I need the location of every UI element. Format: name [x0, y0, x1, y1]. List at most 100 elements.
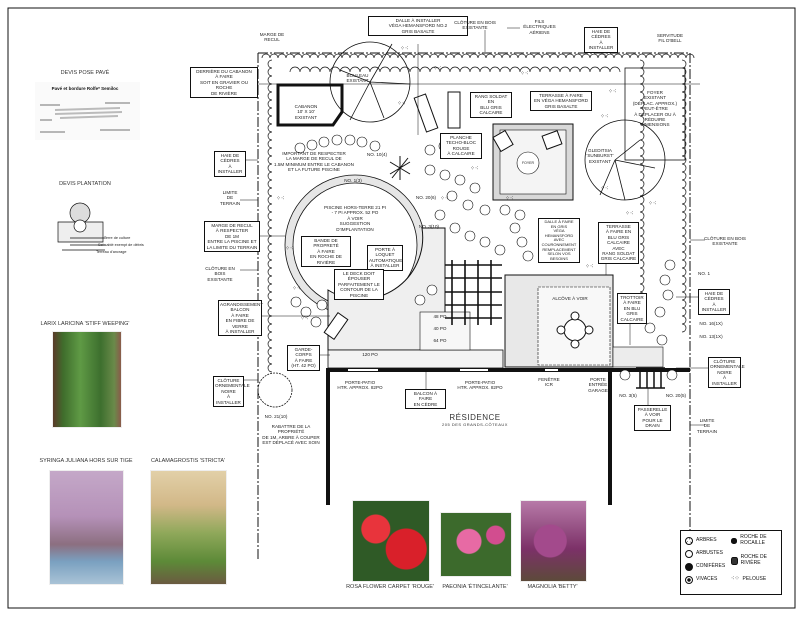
- hedge: [267, 59, 273, 373]
- leader-lines: [240, 27, 709, 426]
- pergola: [445, 260, 502, 325]
- rosa-label: Rosa Flower Carpet 'Rouge': [346, 584, 434, 590]
- shrub: [479, 236, 491, 248]
- dimension-step: 40 po: [433, 326, 447, 331]
- callout-fils: Fils électriques aériens: [523, 19, 556, 35]
- larix-label: Larix laricina 'Stiff Weeping': [40, 321, 130, 327]
- shrub: [306, 139, 318, 151]
- callout-cloture-droite: Clôture en bois existante: [704, 236, 746, 247]
- shrub: [499, 204, 511, 216]
- shrub: [619, 369, 631, 381]
- plant-tag: No. 3(10): [418, 224, 440, 229]
- shrub-icon: [685, 550, 693, 558]
- callout-fenetre: Fenêtre ICR: [538, 377, 560, 388]
- callout-cloture-gauche: Clôture en bois existante: [205, 266, 235, 282]
- shrub: [316, 299, 328, 311]
- shrub: [318, 136, 330, 148]
- lounger: [447, 91, 461, 129]
- house-walls: [326, 368, 690, 505]
- callout-garde-corps: Garde-corps à faire (ht. 42 po): [287, 345, 320, 371]
- shrub: [509, 222, 521, 234]
- deck-chair: [323, 312, 349, 340]
- shrub: [659, 274, 671, 286]
- planting-detail-drawing: [57, 202, 105, 251]
- magnolia-label: Magnolia 'Betty': [527, 584, 578, 590]
- lawn-symbol: ⁘⁖: [585, 264, 594, 270]
- paving-detail-title: Devis pose pavé: [60, 70, 110, 76]
- lawn-icon: ⁖⁘: [731, 576, 740, 582]
- shrub: [469, 182, 481, 194]
- shrub: [522, 250, 534, 262]
- callout-important: Important de respecter la marge de recul…: [274, 151, 354, 173]
- shrub: [644, 322, 656, 334]
- shrub: [516, 236, 528, 248]
- lawn-symbol: ⁘⁖: [400, 46, 409, 52]
- callout-bande: Bande de propreté à faire en roche de ri…: [301, 236, 351, 268]
- shrub: [656, 334, 668, 346]
- tree-icon: [685, 537, 693, 545]
- hedge: [261, 53, 695, 59]
- legend-label: Pelouse: [742, 576, 767, 582]
- callout-terrasse-vega: Terrasse à faire en Véga Hemansford gris…: [530, 91, 592, 112]
- birch-tree: [329, 41, 411, 123]
- fire-pit-zone: [624, 67, 686, 161]
- fire-pit: [516, 151, 540, 175]
- callout-porte-patio-2: Porte-patio htr. approx. 82po: [457, 380, 503, 391]
- callout-agrandissement: Agrandissement balcon à faire en fibre d…: [218, 300, 263, 337]
- shrub: [424, 144, 436, 156]
- lawn-symbol: ⁘⁖: [433, 66, 442, 72]
- callout-marge-recul: Marge de recul: [259, 32, 285, 43]
- shrub: [424, 164, 436, 176]
- syringa-label: Syringa juliana hors sur tige: [39, 458, 133, 464]
- shrub: [479, 204, 491, 216]
- shrub: [344, 134, 356, 146]
- shrub: [414, 294, 426, 306]
- lawn-symbol: ⁘⁖: [300, 316, 309, 322]
- walkway: [612, 346, 664, 368]
- syringa-photo: [49, 470, 124, 585]
- callout-marge-piscine: Marge de recul à respecter de 1m entre l…: [204, 221, 260, 253]
- calamagrostis-photo: [150, 470, 227, 585]
- shrub: [494, 244, 506, 256]
- plant-tag: No. 1: [698, 271, 710, 276]
- sheet-border: [7, 7, 796, 609]
- paeonia-label: Paeonia 'Étincelante': [442, 584, 508, 590]
- plant-tag: No. 3(5): [619, 393, 637, 398]
- callout-limite-droite: Limite de terrain: [696, 418, 718, 434]
- legend-label: Vivaces: [696, 576, 718, 583]
- rockery-stone-icon: [731, 537, 738, 544]
- callout-rang-soldat: Rang soldat en blu gris calcaire: [470, 92, 512, 118]
- paving-detail-drawing: [35, 82, 140, 140]
- legend-item-river-stone: Roche de rivière: [731, 554, 777, 566]
- legend-item-lawn: ⁖⁘Pelouse: [731, 576, 767, 583]
- shrub: [666, 369, 678, 381]
- callout-balcon-cedre: Balcon à faire en cèdre: [405, 389, 446, 410]
- lawn-symbol: ⁘⁖: [285, 246, 294, 252]
- conifer-icon: [389, 156, 411, 180]
- legend-label: Roche de rocaille: [740, 534, 767, 546]
- shrub: [439, 169, 451, 181]
- lawn-symbol: ⁘⁖: [600, 186, 609, 192]
- callout-piscine: Piscine hors-terre 21 pi - 7 pi approx. …: [323, 205, 387, 232]
- shrub: [514, 209, 526, 221]
- callout-servitude: Servitude fil d'Bell: [656, 33, 684, 44]
- callout-alcove: Alcôve à voir: [552, 296, 588, 301]
- planting-detail-title: Devis plantation: [59, 181, 111, 187]
- plant-tag: No. 16(1x): [699, 321, 723, 326]
- callout-porte-patio-1: Porte-patio htr. approx. 82po: [337, 380, 383, 391]
- shrub: [426, 284, 438, 296]
- legend-label: Arbres: [696, 537, 717, 544]
- plant-tag: No. 20(6): [415, 195, 437, 200]
- callout-no-2110: No. 21(10): [264, 414, 288, 419]
- shrub: [449, 222, 461, 234]
- plant-tag: No. 10(4): [366, 152, 388, 157]
- lawn-symbol: ⁘⁖: [292, 286, 301, 292]
- callout-haie-gauche: Haie de cèdres à installer: [214, 151, 246, 177]
- rosa-photo: [352, 500, 430, 582]
- callout-baisser: Rabattre de la propriété de 1m, arbre à …: [262, 424, 320, 446]
- callout-derriere-cabanon: Derrière du cabanon à faire soit en grav…: [190, 67, 258, 99]
- adirondack-chair: [492, 129, 514, 153]
- shrub: [369, 140, 381, 152]
- lawn-symbol: ⁘⁖: [505, 196, 514, 202]
